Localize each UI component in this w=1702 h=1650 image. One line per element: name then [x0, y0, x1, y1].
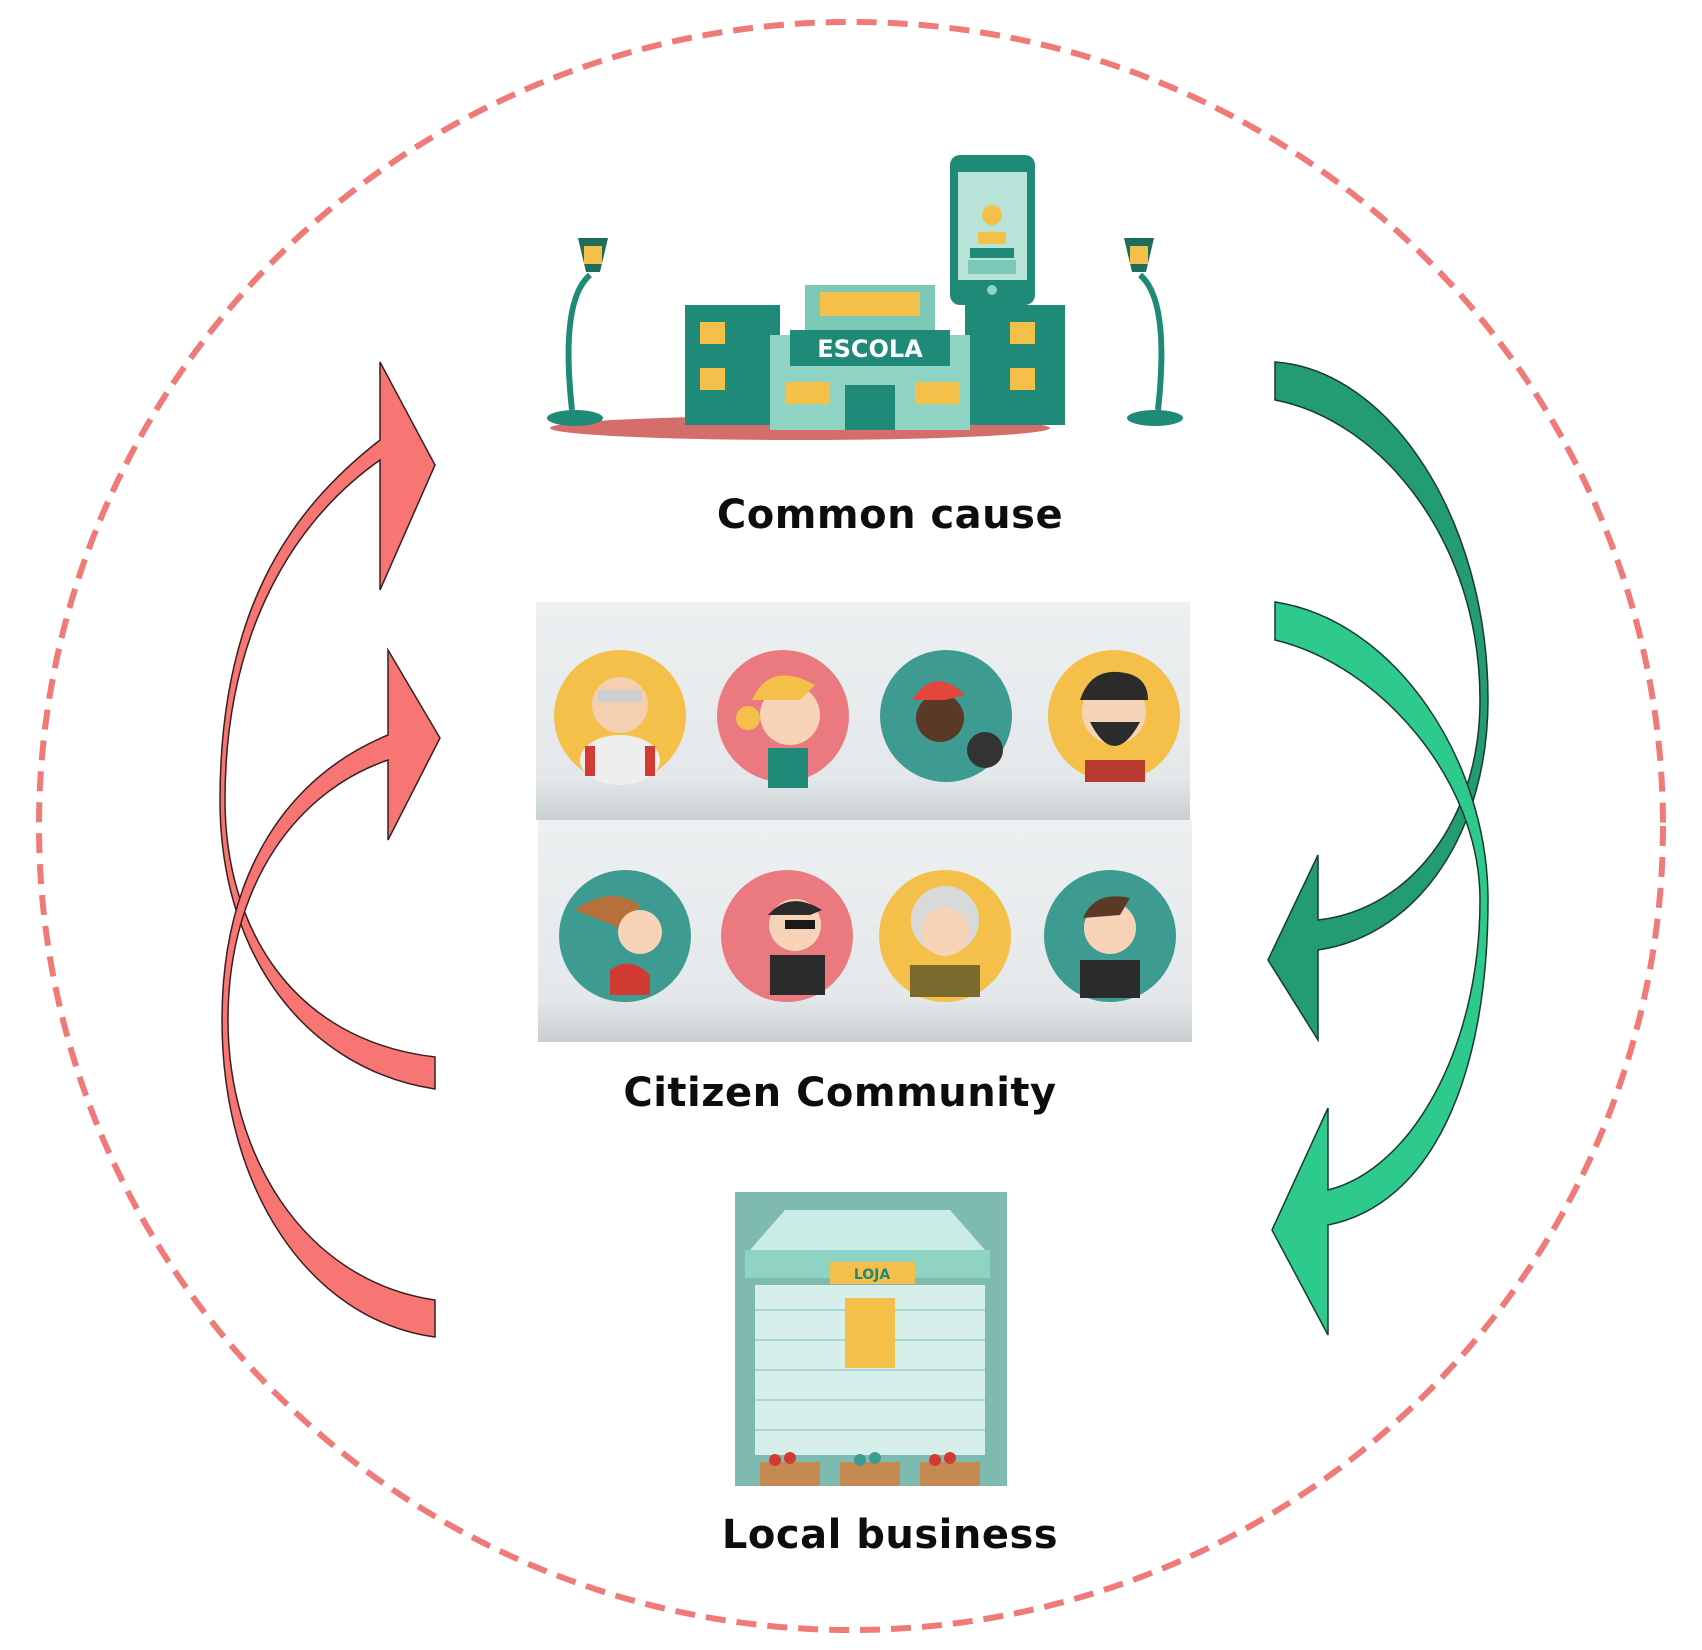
citizen-avatar-icon — [721, 870, 853, 1002]
citizen-avatar-icon — [880, 650, 1012, 782]
street-lamp-icon — [1124, 238, 1183, 426]
citizen-avatar-icon — [554, 650, 686, 785]
shop-storefront-icon: LOJA — [735, 1192, 1007, 1486]
school-sign: ESCOLA — [817, 335, 923, 363]
citizen-avatar-icon — [1048, 650, 1180, 782]
ecosystem-boundary-circle — [36, 19, 1666, 1633]
citizen-community-panel — [536, 602, 1192, 1042]
citizen-community-label: Citizen Community — [623, 1070, 1057, 1116]
citizen-avatar-icon — [1044, 870, 1176, 1002]
school-building-icon: ESCOLA — [547, 155, 1183, 440]
green-arrow-upper — [1267, 361, 1489, 1043]
citizen-avatar-icon — [879, 870, 1011, 1002]
red-arrow-lower — [221, 647, 441, 1338]
citizen-avatar-icon — [559, 870, 691, 1002]
green-arrow-lower — [1271, 601, 1489, 1336]
common-cause-label: Common cause — [716, 492, 1064, 538]
local-business-label: Local business — [721, 1512, 1059, 1558]
shop-sign: LOJA — [854, 1267, 891, 1283]
street-lamp-icon — [547, 238, 608, 426]
smartphone-icon — [950, 155, 1035, 305]
citizen-avatar-icon — [717, 650, 849, 788]
